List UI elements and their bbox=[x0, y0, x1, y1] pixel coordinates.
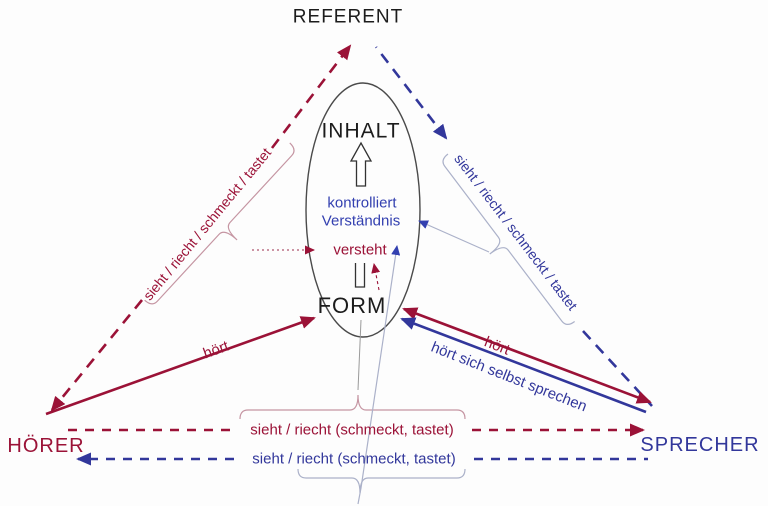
form-to-inhalt-hollow-arrow-icon bbox=[349, 141, 373, 187]
brace-bottom-blue bbox=[297, 468, 466, 494]
form-hollow-bar-icon bbox=[354, 263, 366, 288]
node-sprecher: SPRECHER bbox=[640, 434, 760, 456]
sign-ellipse bbox=[305, 82, 421, 338]
edge-label-hoerer-sprecher: sieht / riecht (schmeckt, tastet) bbox=[250, 421, 454, 439]
sign-verstaendnis: Verständnis bbox=[321, 212, 401, 230]
edge-hoerer-referent-upper bbox=[270, 44, 352, 149]
node-hoerer: HÖRER bbox=[7, 435, 85, 457]
brace-bottom-red bbox=[239, 394, 466, 420]
sign-inhalt: INHALT bbox=[321, 119, 401, 143]
brace-hoerer-senses bbox=[144, 142, 295, 305]
sign-versteht: versteht bbox=[333, 241, 387, 259]
edge-sprecher-referent-upper bbox=[374, 46, 448, 140]
edge-hoerer-form bbox=[45, 316, 316, 416]
connector-brace-to-verstaendnis bbox=[418, 220, 490, 253]
sign-kontrolliert: kontrolliert bbox=[327, 194, 397, 212]
edge-hoerer-referent-lower bbox=[50, 299, 144, 412]
connector-form-to-bottom-brace bbox=[357, 319, 362, 391]
edge-sprecher-form-blue bbox=[400, 317, 647, 414]
edge-sprecher-form-red bbox=[402, 307, 652, 404]
sign-form: FORM bbox=[317, 293, 387, 318]
edge-sprecher-referent-lower bbox=[582, 330, 653, 407]
node-referent: REFERENT bbox=[292, 6, 404, 28]
connector-bottom-to-verstaendnis bbox=[357, 245, 401, 505]
connector-form-to-versteht bbox=[371, 263, 381, 291]
brace-sprecher-senses bbox=[442, 153, 576, 325]
edge-label-sprecher-hoerer: sieht / riecht (schmeckt, tastet) bbox=[252, 450, 456, 468]
